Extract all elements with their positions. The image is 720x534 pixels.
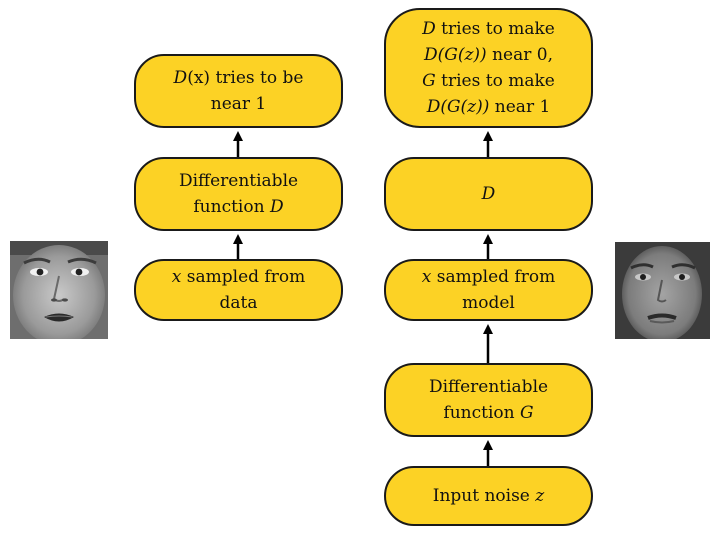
left-objective-text-1: (x) tries to be [187, 68, 304, 88]
right-objective-text-3: tries to make [435, 71, 555, 91]
math-d: D [422, 19, 436, 39]
right-objective-text-2: near 0, [486, 45, 553, 65]
generator-text-2: function [443, 403, 520, 423]
right-objective-node: D tries to make D(G(z)) near 0, G tries … [384, 8, 593, 128]
left-objective-text-2: near 1 [210, 94, 267, 114]
noise-text: Input noise [432, 486, 536, 506]
data-sample-node: x sampled from data [134, 259, 343, 321]
math-g: G [422, 71, 436, 91]
real-face-drawing [10, 241, 108, 339]
model-sample-text-1: sampled from [431, 267, 556, 287]
generator-text-1: Differentiable [428, 377, 549, 397]
generated-face-image [615, 242, 710, 339]
real-face-image [10, 241, 108, 339]
left-objective-node: D(x) tries to be near 1 [134, 54, 343, 128]
math-d: D [481, 184, 496, 204]
data-sample-text-2: data [219, 293, 258, 313]
math-d: D [269, 197, 284, 217]
model-sample-text-2: model [462, 293, 515, 313]
right-objective-text-4: near 1 [489, 97, 551, 117]
left-discriminator-text-2: function [193, 197, 270, 217]
math-dgz: D(G(z)) [423, 45, 487, 65]
generator-node: Differentiable function G [384, 363, 593, 437]
math-g: G [519, 403, 534, 423]
math-z: z [535, 486, 545, 506]
data-sample-text-1: sampled from [181, 267, 306, 287]
math-d: D [173, 68, 188, 88]
right-discriminator-node: D [384, 157, 593, 231]
generated-face-drawing [615, 242, 710, 339]
math-x: x [421, 267, 432, 287]
left-discriminator-text-1: Differentiable [178, 171, 299, 191]
noise-node: Input noise z [384, 466, 593, 526]
model-sample-node: x sampled from model [384, 259, 593, 321]
math-dgz: D(G(z)) [426, 97, 490, 117]
left-discriminator-node: Differentiable function D [134, 157, 343, 231]
right-objective-text-1: tries to make [435, 19, 555, 39]
math-x: x [171, 267, 182, 287]
